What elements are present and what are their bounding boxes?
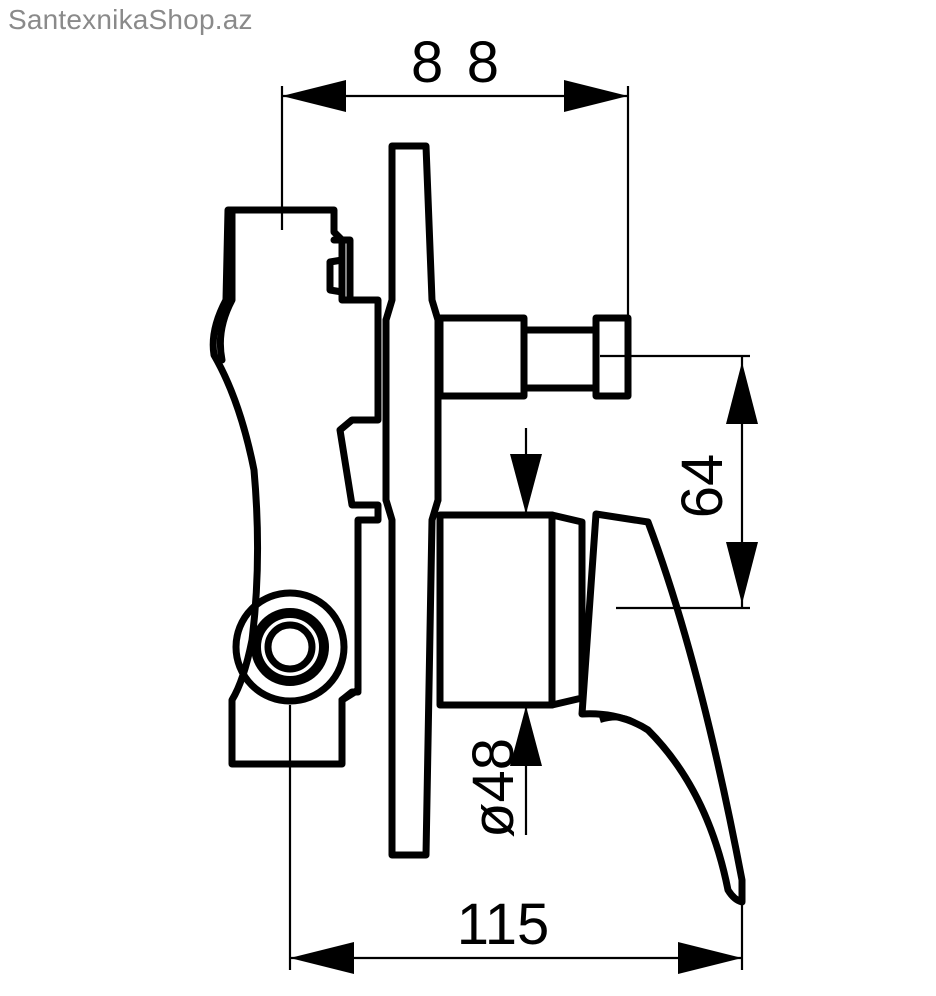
watermark-text: SantexnikaShop.az (8, 4, 253, 35)
dimension-bottom-width: 115 (457, 892, 549, 957)
dimension-lines (280, 80, 758, 974)
dimension-diameter: ø48 (461, 738, 526, 838)
valve-body (209, 206, 382, 768)
dimension-right-height: 64 (670, 454, 735, 519)
dimension-top-width: 88 (411, 30, 499, 95)
diverter-knob (436, 314, 632, 400)
cartridge-sleeve (436, 511, 586, 709)
wall-plate (382, 142, 442, 859)
lever-handle (578, 510, 746, 906)
